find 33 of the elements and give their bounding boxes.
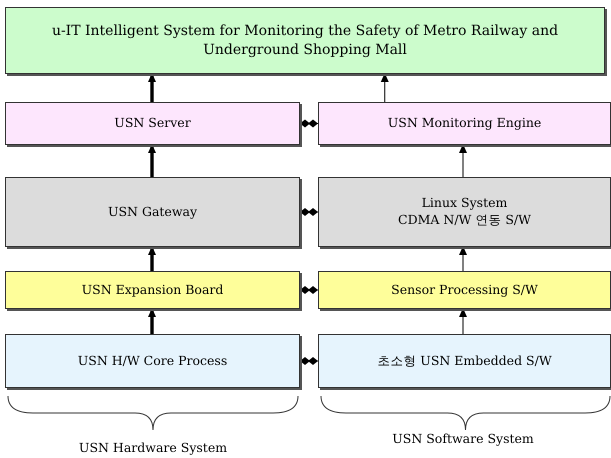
box-label: USN Server xyxy=(114,115,191,132)
process-box xyxy=(5,334,300,388)
arrow xyxy=(148,144,156,177)
process-box xyxy=(318,271,611,309)
diamond-connector xyxy=(300,286,318,294)
box-label: USN Gateway xyxy=(108,204,198,220)
process-box xyxy=(5,177,300,247)
box-label: 초소형 USN Embedded S/W xyxy=(377,352,552,370)
arrow xyxy=(459,308,467,334)
box-label: Sensor Processing S/W xyxy=(391,282,538,298)
process-box xyxy=(318,102,611,145)
process-box xyxy=(318,334,611,388)
arrow xyxy=(148,73,156,102)
arrow xyxy=(459,246,467,272)
arrow xyxy=(148,246,156,271)
process-box xyxy=(5,7,605,74)
diamond-connector xyxy=(300,208,318,216)
arrow xyxy=(148,308,156,334)
arrow xyxy=(459,144,467,178)
process-box xyxy=(5,271,300,309)
box-label: USN H/W Core Process xyxy=(78,352,228,370)
box-label: Linux System xyxy=(422,195,508,212)
box-label: CDMA N/W 연동 S/W xyxy=(398,212,531,229)
process-box xyxy=(5,102,300,145)
box-label: USN Monitoring Engine xyxy=(388,115,542,132)
diamond-connector xyxy=(300,357,318,365)
arrow xyxy=(380,73,389,102)
box-label: u-IT Intelligent System for Monitoring the Safety of Metro Railway and Underground Shopping Mall xyxy=(50,22,560,60)
diamond-connector xyxy=(300,120,318,128)
group-label: USN Hardware System xyxy=(78,440,228,455)
group-label: USN Software System xyxy=(392,431,534,446)
box-label: USN Expansion Board xyxy=(82,282,224,298)
process-box xyxy=(318,177,611,247)
